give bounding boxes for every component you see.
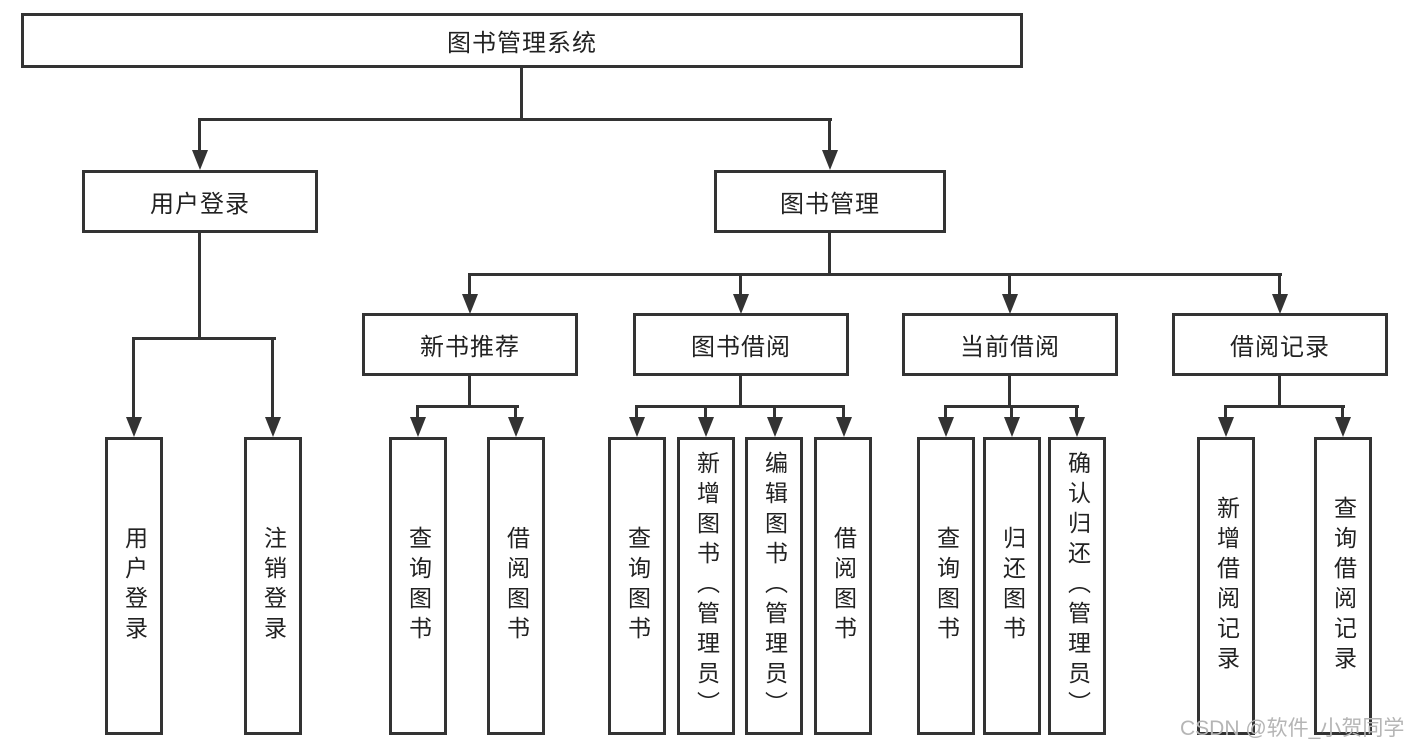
leaf-label: 确认归还（管理员） [1064, 451, 1091, 721]
connector-borrowrecord-drop [1278, 376, 1281, 407]
arrow-down-icon [1335, 417, 1351, 437]
connector-borrowrecord-hline [1224, 405, 1345, 408]
arrow-down-icon [192, 150, 208, 170]
connector-stem [1010, 405, 1013, 419]
node-new-book-recommend: 新书推荐 [362, 313, 578, 376]
leaf-logout-label: 注销登录 [260, 526, 287, 646]
node-current-borrow: 当前借阅 [902, 313, 1118, 376]
connector-stem [635, 405, 638, 419]
leaf-return-books: 归还图书 [983, 437, 1041, 735]
leaf-edit-books-admin: 编辑图书（管理员） [745, 437, 803, 735]
leaf-user-login-label: 用户登录 [121, 526, 148, 646]
connector-level2-hline [198, 118, 832, 121]
leaf-logout: 注销登录 [244, 437, 302, 735]
leaf-add-books-admin: 新增图书（管理员） [677, 437, 735, 735]
node-borrow-record-label: 借阅记录 [1230, 334, 1330, 361]
arrow-down-icon [938, 417, 954, 437]
connector-stem [944, 405, 947, 419]
node-book-borrow-label: 图书借阅 [691, 334, 791, 361]
arrow-down-icon [126, 417, 142, 437]
leaf-query-books-borrow: 查询图书 [608, 437, 666, 735]
connector-book-mgmt-drop [828, 233, 831, 275]
leaf-confirm-return-admin: 确认归还（管理员） [1048, 437, 1106, 735]
connector-stem [1341, 405, 1344, 419]
leaf-label: 借阅图书 [830, 526, 857, 646]
arrow-down-icon [1004, 417, 1020, 437]
connector-stem-logout-leaf [271, 337, 274, 419]
arrow-down-icon [629, 417, 645, 437]
arrow-down-icon [836, 417, 852, 437]
connector-stem [773, 405, 776, 419]
arrow-down-icon [1069, 417, 1085, 437]
arrow-down-icon [410, 417, 426, 437]
node-user-login-label: 用户登录 [150, 191, 250, 218]
leaf-user-login: 用户登录 [105, 437, 163, 735]
leaf-label: 归还图书 [999, 526, 1026, 646]
arrow-down-icon [822, 150, 838, 170]
leaf-add-borrow-record: 新增借阅记录 [1197, 437, 1255, 735]
leaf-label: 新增借阅记录 [1213, 496, 1240, 676]
arrow-down-icon [698, 417, 714, 437]
leaf-label: 查询图书 [405, 526, 432, 646]
leaf-query-books-current: 查询图书 [917, 437, 975, 735]
leaf-label: 编辑图书（管理员） [761, 451, 788, 721]
arrow-down-icon [1218, 417, 1234, 437]
leaf-label: 借阅图书 [503, 526, 530, 646]
connector-bookborrow-drop [739, 376, 742, 407]
leaf-query-borrow-record: 查询借阅记录 [1314, 437, 1372, 735]
connector-stem-book-borrow [739, 273, 742, 296]
node-book-borrow: 图书借阅 [633, 313, 849, 376]
arrow-down-icon [265, 417, 281, 437]
arrow-down-icon [767, 417, 783, 437]
leaf-label: 查询图书 [624, 526, 651, 646]
arrow-down-icon [733, 294, 749, 314]
node-book-management: 图书管理 [714, 170, 946, 233]
connector-stem-current-borrow [1008, 273, 1011, 296]
node-root: 图书管理系统 [21, 13, 1023, 68]
connector-level3-hline [468, 273, 1282, 276]
connector-newbook-drop [468, 376, 471, 407]
node-new-book-recommend-label: 新书推荐 [420, 334, 520, 361]
connector-stem-book-mgmt [828, 118, 831, 152]
connector-stem [704, 405, 707, 419]
connector-stem [842, 405, 845, 419]
connector-user-login-drop [198, 233, 201, 339]
connector-newbook-hline [416, 405, 519, 408]
connector-currentborrow-drop [1008, 376, 1011, 407]
arrow-down-icon [1002, 294, 1018, 314]
connector-stem-user-login [198, 118, 201, 152]
connector-root-drop-line [520, 68, 523, 120]
leaf-borrow-books: 借阅图书 [814, 437, 872, 735]
connector-stem [514, 405, 517, 419]
leaf-label: 查询借阅记录 [1330, 496, 1357, 676]
leaf-borrow-books-recommend: 借阅图书 [487, 437, 545, 735]
leaf-label: 查询图书 [933, 526, 960, 646]
connector-stem [1075, 405, 1078, 419]
leaf-label: 新增图书（管理员） [693, 451, 720, 721]
connector-bookborrow-hline [635, 405, 845, 408]
node-book-management-label: 图书管理 [780, 191, 880, 218]
node-borrow-record: 借阅记录 [1172, 313, 1388, 376]
connector-stem [416, 405, 419, 419]
arrow-down-icon [508, 417, 524, 437]
node-current-borrow-label: 当前借阅 [960, 334, 1060, 361]
arrow-down-icon [462, 294, 478, 314]
arrow-down-icon [1272, 294, 1288, 314]
connector-stem-login-leaf [132, 337, 135, 419]
connector-stem [1224, 405, 1227, 419]
node-user-login: 用户登录 [82, 170, 318, 233]
connector-user-login-hline [132, 337, 276, 340]
connector-stem-new-book [468, 273, 471, 296]
connector-stem-borrow-record [1278, 273, 1281, 296]
csdn-watermark: CSDN @软件_小贺同学 [1180, 717, 1405, 740]
node-root-label: 图书管理系统 [447, 30, 597, 57]
leaf-query-books-recommend: 查询图书 [389, 437, 447, 735]
